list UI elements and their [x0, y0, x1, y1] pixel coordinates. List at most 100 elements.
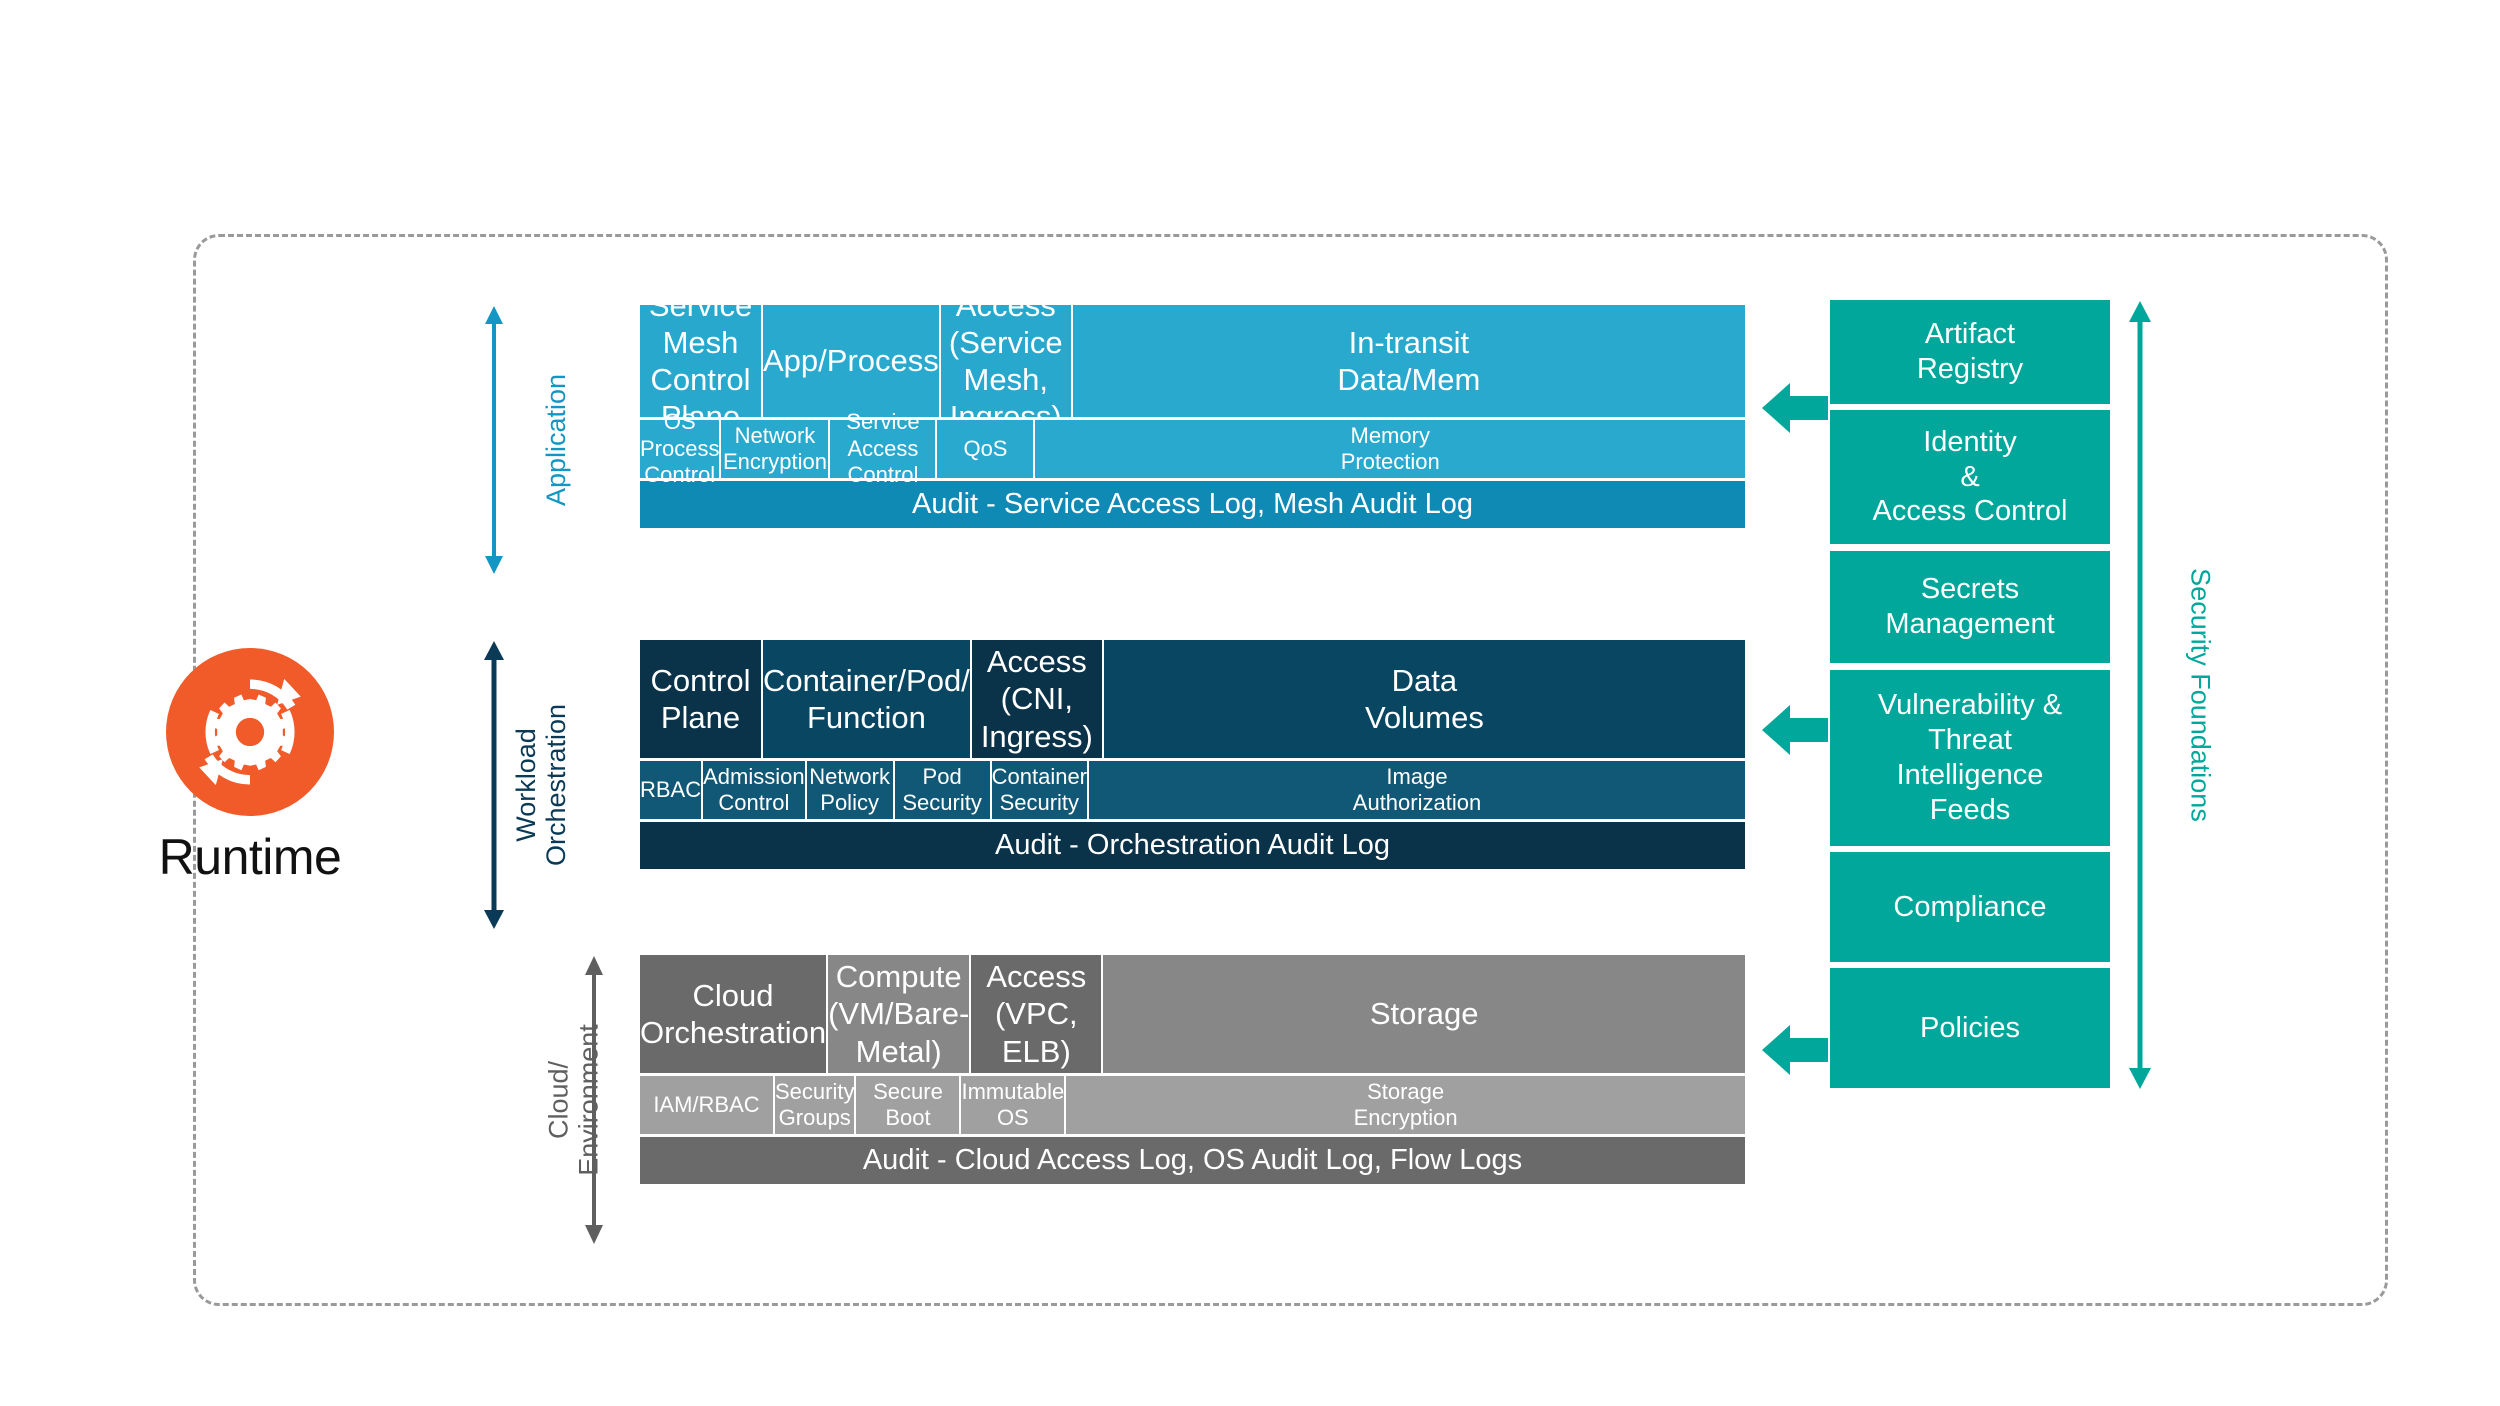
cell-label: IAM/RBAC	[653, 1091, 760, 1117]
cell-app-process[interactable]: App/Process	[763, 305, 941, 417]
axis-label-cloud: Cloud/ Environment	[544, 1024, 604, 1176]
cell-iam-rbac[interactable]: IAM/RBAC	[640, 1076, 775, 1134]
cell-label: Compute(VM/Bare-Metal)	[828, 959, 970, 1069]
cell-label: Immutable OS	[961, 1078, 1065, 1130]
cell-label: Access(CNI, Ingress)	[980, 644, 1093, 754]
cell-container-pod-function[interactable]: Container/Pod/Function	[763, 640, 972, 758]
cell-compute-vm-bare-metal[interactable]: Compute(VM/Bare-Metal)	[828, 955, 972, 1073]
axis-arrow-security-foundations	[2129, 301, 2151, 1089]
arrow-to-workload-icon	[1762, 705, 1828, 755]
workload-audit-bar: Audit - Orchestration Audit Log	[640, 822, 1745, 869]
foundation-label: Policies	[1920, 1011, 2020, 1044]
audit-label: Audit - Orchestration Audit Log	[995, 829, 1390, 861]
axis-label-application: Application	[540, 373, 571, 507]
axis-cloud-environment: Cloud/ Environment	[544, 955, 660, 1245]
runtime-label: Runtime	[158, 829, 342, 885]
cell-label: Access(Service Mesh,Ingress)	[948, 287, 1063, 435]
application-audit-bar: Audit - Service Access Log, Mesh Audit L…	[640, 481, 1745, 528]
cell-label: QoS	[963, 435, 1008, 461]
axis-label-workload-line1: Workload	[510, 728, 541, 842]
cell-label: App/Process	[763, 343, 939, 379]
foundation-label: Identity&Access Control	[1872, 425, 2068, 528]
cell-access-service-mesh-ingress[interactable]: Access(Service Mesh,Ingress)	[940, 288, 1073, 434]
axis-application: Application	[480, 305, 660, 575]
audit-label: Audit - Service Access Log, Mesh Audit L…	[912, 488, 1473, 520]
gear-refresh-icon	[166, 648, 334, 816]
cell-access-cni-ingress[interactable]: Access(CNI, Ingress)	[971, 640, 1104, 758]
axis-arrow-cloud	[585, 956, 603, 1244]
cell-label: Access(VPC, ELB)	[986, 959, 1087, 1069]
audit-label: Audit - Cloud Access Log, OS Audit Log, …	[862, 1144, 1523, 1176]
axis-label-security-foundations: Security Foundations	[2185, 568, 2216, 822]
axis-label-cloud-line2: Environment	[574, 1024, 605, 1176]
foundation-label: Compliance	[1893, 890, 2047, 923]
axis-label-cloud-line1: Cloud/	[543, 1060, 574, 1140]
axis-workload-orchestration: Workload Orchestration	[480, 640, 660, 930]
cell-access-vpc-elb[interactable]: Access(VPC, ELB)	[971, 955, 1104, 1073]
cloud-audit-bar: Audit - Cloud Access Log, OS Audit Log, …	[640, 1137, 1745, 1184]
cell-pod-security[interactable]: Pod Security	[894, 761, 992, 819]
cell-label: Container/Pod/Function	[763, 662, 970, 735]
axis-label-workload: Workload Orchestration	[511, 704, 571, 866]
runtime-logo-group: Runtime	[95, 648, 405, 882]
axis-arrow-workload	[484, 641, 504, 929]
cell-rbac[interactable]: RBAC	[640, 761, 704, 819]
foundation-identity-access-control[interactable]: Identity&Access Control	[1830, 410, 2110, 544]
cell-qos[interactable]: QoS	[937, 420, 1036, 478]
cell-storage[interactable]: Storage	[1103, 955, 1745, 1073]
cell-immutable-os[interactable]: Immutable OS	[961, 1076, 1067, 1134]
cell-label: RBAC	[640, 776, 702, 802]
foundation-compliance[interactable]: Compliance	[1830, 852, 2110, 962]
foundation-policies[interactable]: Policies	[1830, 968, 2110, 1088]
arrow-to-application-icon	[1762, 383, 1828, 433]
cell-label: Pod Security	[902, 763, 982, 815]
axis-security-foundations: Security Foundations	[2120, 300, 2280, 1090]
axis-label-workload-line2: Orchestration	[540, 703, 571, 867]
